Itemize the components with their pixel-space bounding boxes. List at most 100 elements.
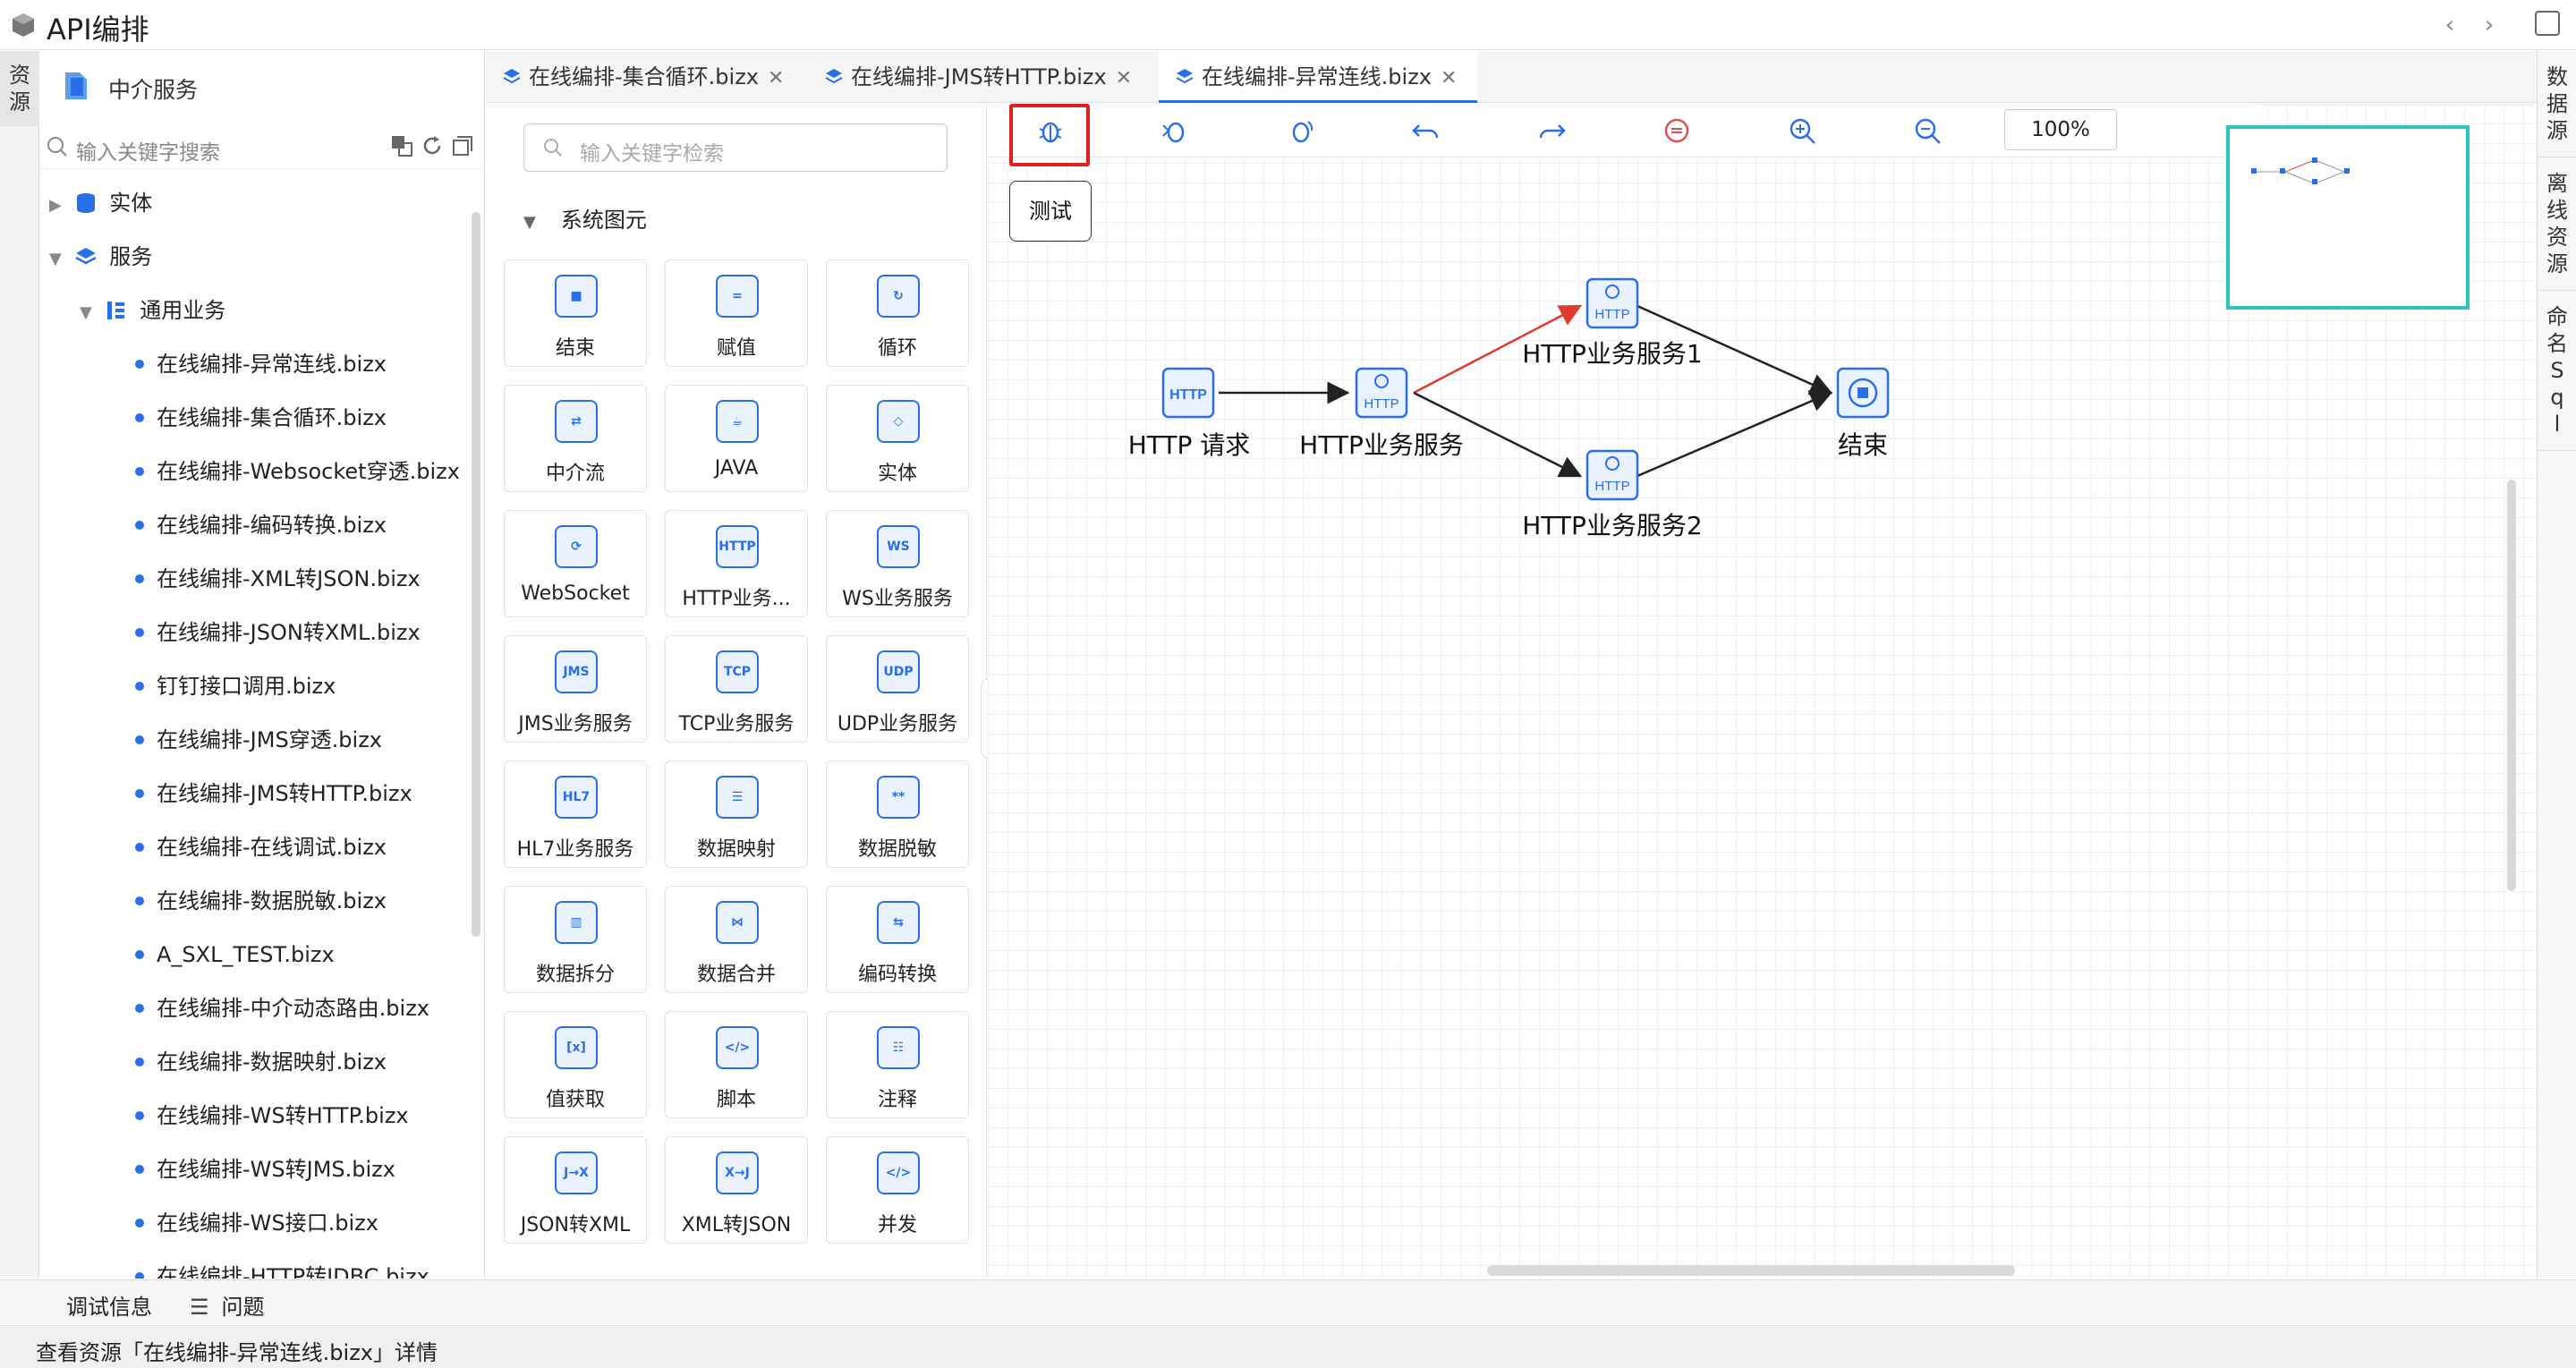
- caret-down-icon[interactable]: ▼: [80, 303, 92, 322]
- caret-right-icon[interactable]: ▶: [49, 196, 62, 215]
- window-save-icon[interactable]: [2535, 11, 2560, 36]
- tree-file-label: 在线编排-WS转HTTP.bizx: [157, 1103, 409, 1128]
- tab-jms-to-http[interactable]: 在线编排-JMS转HTTP.bizx✕: [808, 51, 1159, 103]
- canvas-horizontal-scrollbar[interactable]: [1487, 1265, 2015, 1276]
- node-http-request[interactable]: HTTP: [1161, 367, 1215, 419]
- right-rail-tab[interactable]: 数据源: [2538, 51, 2576, 157]
- tree-file-item[interactable]: 在线编排-异常连线.bizx: [135, 337, 387, 391]
- flow-canvas[interactable]: 100% 测试 HTTP HTTP HTTP HTTP: [988, 104, 2536, 1279]
- tree-file-item[interactable]: 在线编排-集合循环.bizx: [135, 391, 387, 445]
- tab-problems[interactable]: ☰问题: [190, 1289, 265, 1321]
- palette-tile[interactable]: ☕JAVA: [665, 385, 808, 492]
- tree-file-item[interactable]: 在线编排-数据映射.bizx: [135, 1035, 387, 1089]
- palette-tile[interactable]: ☰数据映射: [665, 760, 808, 868]
- tab-exception-link[interactable]: 在线编排-异常连线.bizx✕: [1159, 51, 1477, 103]
- tree-node-entity[interactable]: ▶ 实体: [49, 176, 152, 230]
- minimap[interactable]: [2226, 125, 2470, 310]
- resource-search[interactable]: 输入关键字搜索: [40, 124, 484, 169]
- tree-file-item[interactable]: 在线编排-在线调试.bizx: [135, 820, 387, 874]
- palette-tile[interactable]: ⇄中介流: [504, 385, 647, 492]
- debug-icon[interactable]: [1160, 115, 1192, 147]
- collapse-all-icon[interactable]: [450, 133, 475, 158]
- palette-tile[interactable]: ↻循环: [826, 259, 969, 367]
- palette-tile[interactable]: </>脚本: [665, 1011, 808, 1118]
- tree-file-item[interactable]: 在线编排-JMS穿透.bizx: [135, 713, 382, 767]
- tree-file-item[interactable]: 钉钉接口调用.bizx: [135, 659, 336, 713]
- edge-service1-to-end[interactable]: [1637, 304, 1833, 395]
- node-end[interactable]: [1836, 367, 1890, 419]
- tree-file-item[interactable]: 在线编排-编码转换.bizx: [135, 498, 387, 552]
- palette-tile[interactable]: ▥数据拆分: [504, 886, 647, 993]
- tree-file-item[interactable]: 在线编排-JSON转XML.bizx: [135, 606, 421, 659]
- palette-tile[interactable]: ⟳WebSocket: [504, 510, 647, 617]
- close-icon[interactable]: ✕: [1441, 67, 1458, 89]
- layers-icon: [1176, 69, 1194, 84]
- palette-tile[interactable]: ■结束: [504, 259, 647, 367]
- zoom-level[interactable]: 100%: [2004, 109, 2117, 150]
- refresh-icon[interactable]: [420, 133, 445, 158]
- tree-file-item[interactable]: 在线编排-JMS转HTTP.bizx: [135, 767, 412, 820]
- tree-file-label: 在线编排-中介动态路由.bizx: [157, 996, 429, 1021]
- close-icon[interactable]: ✕: [768, 67, 785, 89]
- redo-icon[interactable]: [1535, 115, 1568, 147]
- palette-group-system[interactable]: ▼系统图元: [523, 202, 647, 234]
- palette-tile[interactable]: ☷注释: [826, 1011, 969, 1118]
- edge-service-to-service2[interactable]: [1413, 391, 1583, 478]
- palette-tile[interactable]: ◇实体: [826, 385, 969, 492]
- palette-tile[interactable]: ⇆编码转换: [826, 886, 969, 993]
- tree-file-item[interactable]: 在线编排-中介动态路由.bizx: [135, 981, 429, 1035]
- palette-tile[interactable]: [x]值获取: [504, 1011, 647, 1118]
- debug-step-icon[interactable]: [1285, 115, 1317, 147]
- layers-icon: [825, 69, 843, 84]
- tree-file-item[interactable]: 在线编排-HTTP转JDBC.bizx: [135, 1250, 429, 1279]
- node-http-service2[interactable]: HTTP: [1586, 449, 1639, 501]
- palette-search-input[interactable]: 输入关键字检索: [523, 123, 948, 172]
- resource-scrollbar[interactable]: [472, 212, 480, 937]
- edge-service2-to-end[interactable]: [1637, 390, 1833, 478]
- test-bug-icon[interactable]: [1034, 115, 1067, 147]
- tree-label: 服务: [109, 244, 153, 269]
- tree-node-service[interactable]: ▼ 服务: [49, 230, 152, 284]
- tree-file-item[interactable]: 在线编排-WS接口.bizx: [135, 1196, 378, 1250]
- undo-icon[interactable]: [1410, 115, 1442, 147]
- caret-down-icon[interactable]: ▼: [49, 250, 62, 268]
- back-icon[interactable]: ‹: [2444, 12, 2455, 38]
- tree-file-item[interactable]: 在线编排-WS转JMS.bizx: [135, 1143, 395, 1196]
- error-link-icon[interactable]: [1661, 115, 1693, 147]
- tree-file-item[interactable]: 在线编排-数据脱敏.bizx: [135, 874, 387, 928]
- edge-service-to-service1-error[interactable]: [1413, 304, 1583, 395]
- tree-file-item[interactable]: 在线编排-Websocket穿透.bizx: [135, 445, 460, 498]
- canvas-vertical-scrollbar[interactable]: [2507, 480, 2516, 891]
- forward-icon[interactable]: ›: [2484, 12, 2495, 38]
- rail-tab-resources[interactable]: 资源: [0, 51, 39, 126]
- tree-file-item[interactable]: 在线编排-WS转HTTP.bizx: [135, 1089, 409, 1143]
- right-rail-tab[interactable]: 离线资源: [2538, 157, 2576, 291]
- tab-debug-info[interactable]: 调试信息: [66, 1295, 152, 1320]
- translate-icon[interactable]: [389, 133, 414, 158]
- palette-tile[interactable]: **数据脱敏: [826, 760, 969, 868]
- zoom-out-icon[interactable]: [1911, 115, 1943, 147]
- palette-tile-label: 数据映射: [696, 838, 776, 861]
- tree-node-general-business[interactable]: ▼ 通用业务: [80, 284, 225, 337]
- tree-file-item[interactable]: A_SXL_TEST.bizx: [135, 928, 335, 981]
- tree-file-item[interactable]: 在线编排-XML转JSON.bizx: [135, 552, 421, 606]
- caret-down-icon[interactable]: ▼: [523, 213, 536, 232]
- node-http-service[interactable]: HTTP: [1355, 367, 1408, 419]
- zoom-in-icon[interactable]: [1786, 115, 1818, 147]
- tab-collection-loop[interactable]: 在线编排-集合循环.bizx✕: [486, 51, 808, 103]
- palette-tile[interactable]: </>并发: [826, 1136, 969, 1244]
- bullet-icon: [135, 467, 144, 476]
- palette-tile[interactable]: ⋈数据合并: [665, 886, 808, 993]
- node-http-service1[interactable]: HTTP: [1586, 277, 1639, 329]
- palette-tile[interactable]: =赋值: [665, 259, 808, 367]
- close-icon[interactable]: ✕: [1115, 67, 1133, 89]
